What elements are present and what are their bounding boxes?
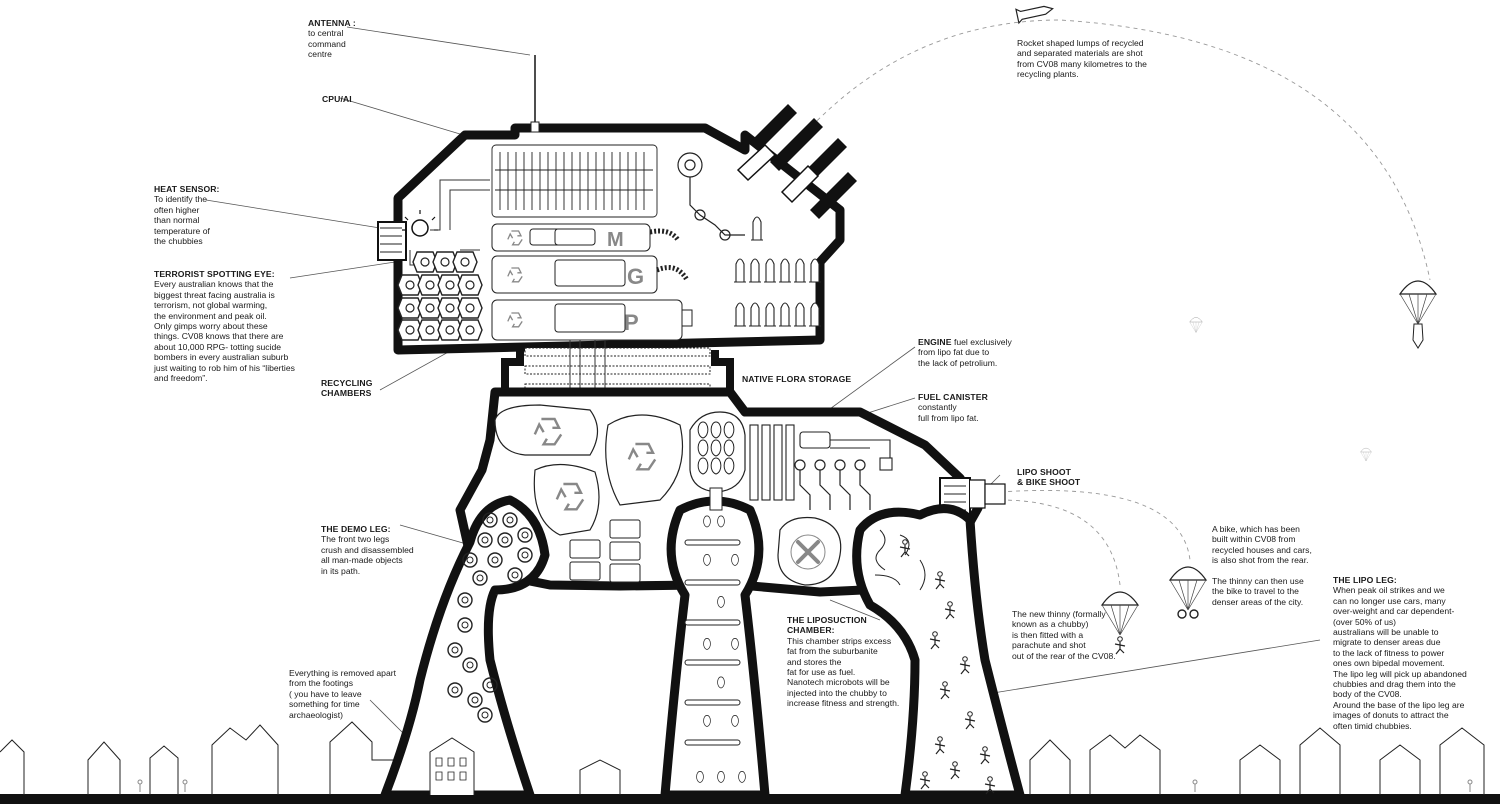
label-demo-leg-body: The front two legs crush and disassemble… (321, 534, 414, 576)
label-bike-body: A bike, which has been built within CV08… (1212, 524, 1312, 607)
label-heat-sensor-title: HEAT SENSOR: (154, 184, 220, 194)
x-chamber (777, 516, 842, 586)
label-recycling: RECYCLING CHAMBERS (321, 378, 401, 399)
label-footings-body: Everything is removed apart from the foo… (289, 668, 396, 720)
ground-people (137, 779, 1473, 792)
label-heat-sensor: HEAT SENSOR: To identify the often highe… (154, 184, 254, 246)
label-thinny: The new thinny (formally known as a chub… (1012, 609, 1142, 661)
label-thinny-body: The new thinny (formally known as a chub… (1012, 609, 1116, 661)
skyline (0, 721, 1485, 795)
demo-leg (380, 495, 550, 800)
bike-trajectory (999, 489, 1191, 561)
label-antenna-title: ANTENNA : (308, 18, 356, 28)
robot-head: M G P (377, 55, 857, 355)
label-heat-sensor-body: To identify the often higher than normal… (154, 194, 210, 247)
bike-parachute-icon (1169, 566, 1207, 619)
label-rocket: Rocket shaped lumps of recycled and sepa… (1017, 38, 1167, 80)
label-footings: Everything is removed apart from the foo… (289, 668, 419, 720)
storage-boxes (569, 519, 641, 583)
label-rocket-body: Rocket shaped lumps of recycled and sepa… (1017, 38, 1147, 80)
cpu-block (491, 144, 658, 218)
label-fuel-canister-title: FUEL CANISTER (918, 392, 988, 402)
svg-text:M: M (607, 229, 624, 251)
label-bike: A bike, which has been built within CV08… (1212, 524, 1332, 607)
head-pipes (409, 179, 490, 266)
svg-text:P: P (624, 310, 639, 335)
label-liposuction-title: THE LIPOSUCTION CHAMBER: (787, 615, 867, 636)
label-recycling-title: RECYCLING CHAMBERS (321, 378, 373, 399)
label-antenna: ANTENNA : to central command centre (308, 18, 398, 60)
label-engine-title: ENGINE (918, 337, 952, 347)
label-terrorist-eye-title: TERRORIST SPOTTING EYE: (154, 269, 275, 279)
fuel-canister (794, 459, 871, 510)
house-being-removed (429, 737, 475, 795)
label-terrorist-eye: TERRORIST SPOTTING EYE: Every australian… (154, 269, 314, 383)
label-liposuction-body: This chamber strips excess fat from the … (787, 635, 900, 709)
label-engine-body: from lipo fat due to the lack of petroli… (918, 347, 998, 368)
parachute-tiny-icon (1360, 447, 1372, 462)
label-engine: ENGINE fuel exclusively from lipo fat du… (918, 337, 1028, 368)
thinny-trajectory (999, 499, 1121, 586)
parachute-large-icon (1399, 280, 1437, 349)
label-terrorist-eye-body: Every australian knows that the biggest … (154, 279, 295, 384)
liposuction-leg (660, 487, 770, 800)
rocket-icon (1015, 5, 1054, 25)
label-lipo-leg: THE LIPO LEG: When peak oil strikes and … (1333, 575, 1493, 731)
label-lipo-shoot-title: LIPO SHOOT & BIKE SHOOT (1017, 467, 1081, 488)
label-lipo-shoot: LIPO SHOOT & BIKE SHOOT (1017, 467, 1107, 488)
rocket-launchers (736, 104, 857, 219)
label-fuel-canister-body: constantly full from lipo fat. (918, 402, 979, 423)
label-native-flora-title: NATIVE FLORA STORAGE (742, 374, 852, 384)
parachute-small-icon (1189, 317, 1203, 333)
label-demo-leg-title: THE DEMO LEG: (321, 524, 391, 534)
engine (749, 424, 893, 501)
label-cpu-title: CPU/AI (322, 94, 352, 104)
label-fuel-canister: FUEL CANISTER constantly full from lipo … (918, 392, 1018, 423)
label-native-flora: NATIVE FLORA STORAGE (742, 374, 872, 384)
label-antenna-body: to central command centre (308, 28, 346, 60)
label-cpu: CPU/AI (322, 94, 382, 104)
rocket-trajectory (789, 19, 1431, 281)
wheel-mechanism (677, 152, 745, 241)
recycling-chambers: M G P (491, 223, 693, 341)
label-lipo-leg-title: THE LIPO LEG: (1333, 575, 1397, 585)
label-demo-leg: THE DEMO LEG: The front two legs crush a… (321, 524, 441, 576)
label-engine-inline: fuel exclusively (951, 337, 1012, 347)
native-flora-storage (689, 411, 746, 493)
label-lipo-leg-body: When peak oil strikes and we can no long… (1333, 585, 1467, 731)
lipo-leg (852, 504, 1025, 800)
svg-text:G: G (627, 264, 644, 289)
label-liposuction: THE LIPOSUCTION CHAMBER: This chamber st… (787, 615, 927, 709)
heat-sensor (377, 210, 438, 261)
